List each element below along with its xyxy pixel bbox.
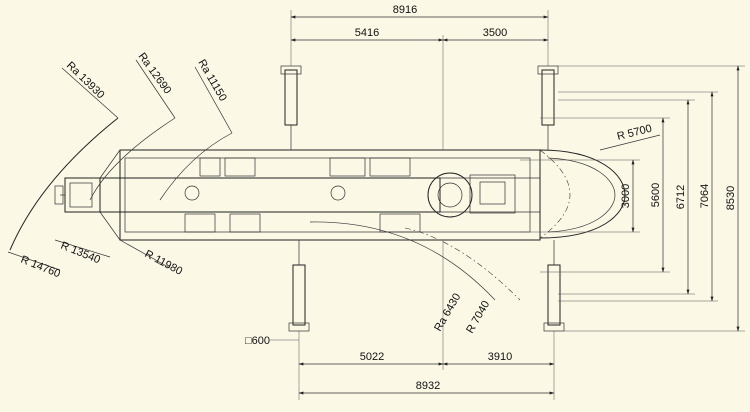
radius-arc-rear <box>539 149 571 239</box>
label-ra-11150: Ra 11150 <box>195 58 228 104</box>
dimension-lines <box>270 10 745 400</box>
label-ra-6430: Ra 6430 <box>432 291 463 333</box>
dim-right-7064: 7064 <box>699 184 711 208</box>
label-r-11980: R 11980 <box>143 248 185 278</box>
dim-pad-size: □600 <box>245 335 270 347</box>
dim-right-5600: 5600 <box>650 183 662 207</box>
radius-arc-outer-top <box>9 117 119 251</box>
label-r-7040: R 7040 <box>464 299 492 336</box>
outriggers <box>280 65 565 332</box>
outrigger-front-top <box>280 65 302 150</box>
radius-arc-tail-outer <box>309 221 496 301</box>
label-ra-13930: Ra 13930 <box>64 60 107 102</box>
dim-bottom-right: 3910 <box>488 351 512 363</box>
outrigger-rear-bottom <box>543 240 565 332</box>
radius-labels: Ra 13930 Ra 12690 Ra 11150 R 5700 R 1354… <box>19 51 653 336</box>
dim-top-total: 8916 <box>393 4 417 16</box>
dimension-labels: 8916 5416 3500 5022 3910 8932 □600 3000 … <box>245 4 737 392</box>
dim-right-8530: 8530 <box>725 186 737 210</box>
dim-bottom-total: 8932 <box>416 380 440 392</box>
dim-bottom-left: 5022 <box>360 351 384 363</box>
label-ra-12690: Ra 12690 <box>136 51 174 97</box>
crane-body <box>54 149 626 241</box>
radius-arc-inner-top <box>159 132 233 201</box>
label-r-13540: R 13540 <box>59 240 102 267</box>
dim-top-right: 3500 <box>483 27 507 39</box>
dim-top-left: 5416 <box>355 27 379 39</box>
outrigger-front-bottom <box>288 240 310 332</box>
dim-right-6712: 6712 <box>675 185 687 209</box>
label-r-14760: R 14760 <box>19 254 62 281</box>
dim-right-3000: 3000 <box>620 184 632 208</box>
label-r-5700: R 5700 <box>616 123 653 143</box>
outrigger-rear-top <box>537 65 559 150</box>
swing-radius-arcs <box>7 59 661 301</box>
radius-arc-middle-top <box>89 117 176 201</box>
radius-arc-tail <box>404 227 521 301</box>
